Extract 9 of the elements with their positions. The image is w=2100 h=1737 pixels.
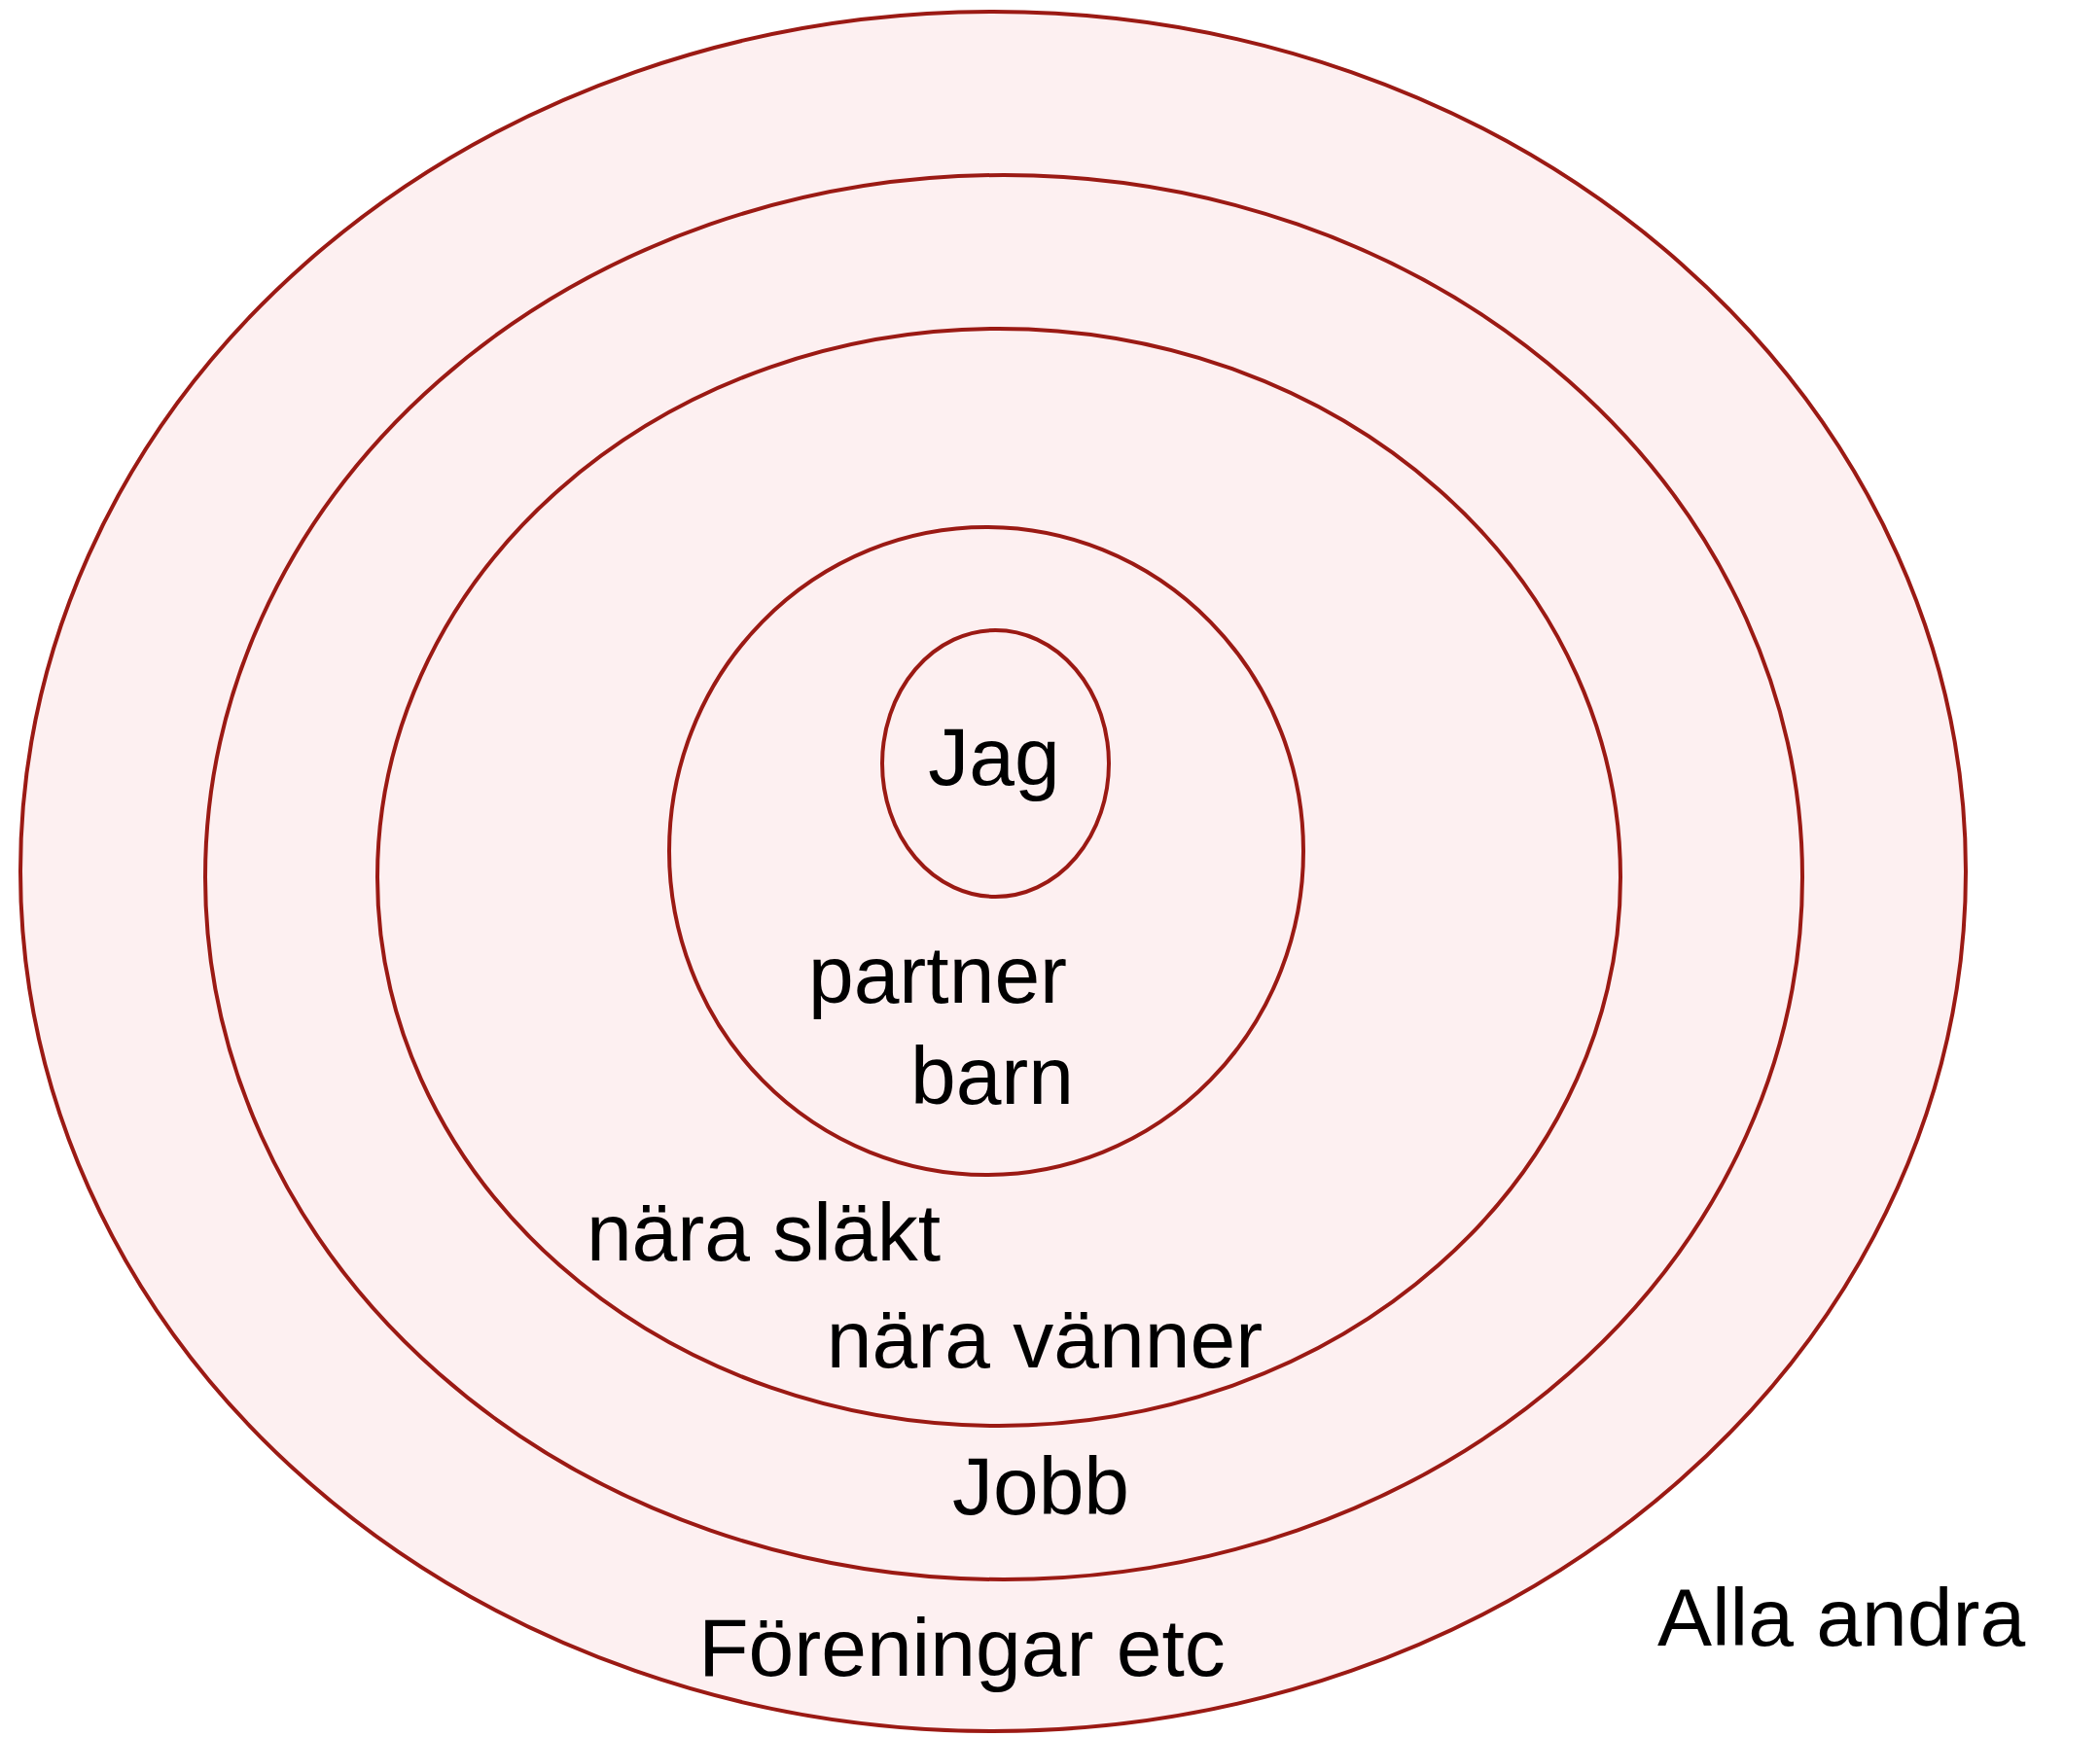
ellipse-ring bbox=[882, 630, 1109, 897]
ring-label: barn bbox=[909, 1035, 1075, 1117]
ring-label: nära vänner bbox=[826, 1298, 1264, 1380]
ellipse-ring bbox=[669, 527, 1303, 1175]
ring-label: Jobb bbox=[951, 1445, 1130, 1527]
ring-label: nära släkt bbox=[586, 1191, 942, 1273]
outer-label: Alla andra bbox=[1656, 1577, 2026, 1658]
ellipse-ring bbox=[205, 175, 1802, 1579]
ellipse-ring bbox=[377, 329, 1620, 1426]
